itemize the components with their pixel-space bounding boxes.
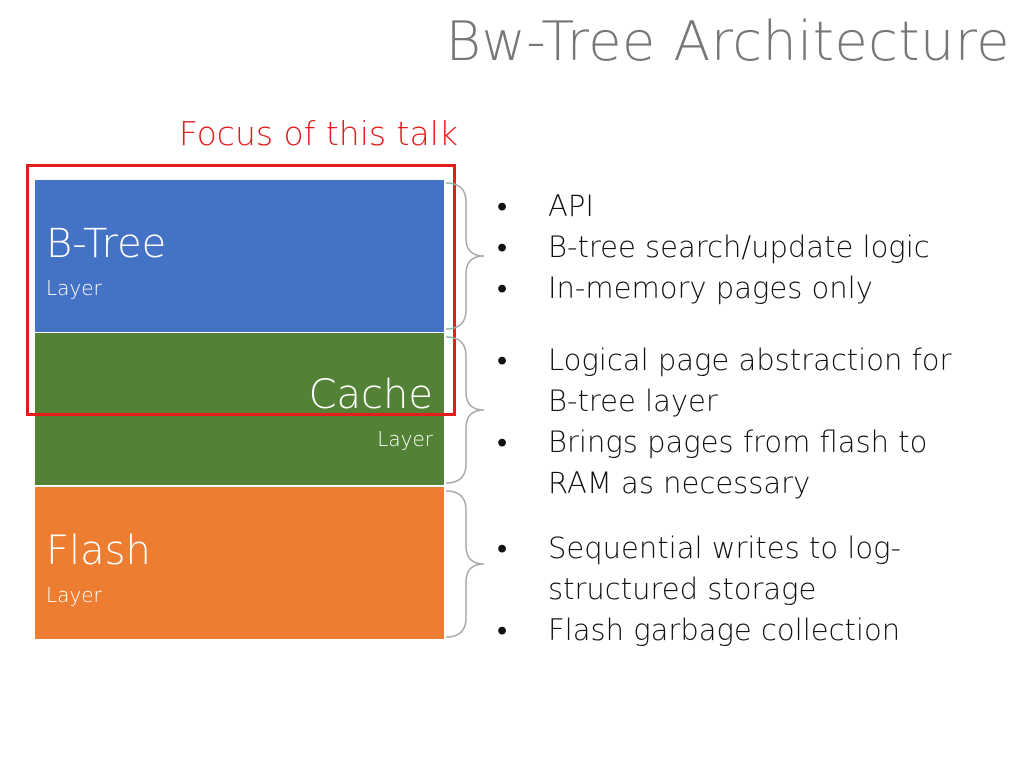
bullet-item: Sequential writes to log-structured stor… [497, 528, 917, 610]
bullet-item: Logical page abstraction for B-tree laye… [497, 340, 957, 422]
cache-bullets: Logical page abstraction for B-tree laye… [497, 340, 957, 504]
bullet-item: In-memory pages only [497, 268, 930, 309]
slide-title: Bw-Tree Architecture [445, 10, 1010, 73]
cache-layer-name: Cache [308, 372, 433, 418]
flash-bullets: Sequential writes to log-structured stor… [497, 528, 917, 651]
bullet-item: Flash garbage collection [497, 610, 917, 651]
cache-layer-sub: Layer [377, 427, 433, 451]
btree-bullets: API B-tree search/update logic In-memory… [497, 186, 930, 309]
bullet-item: Brings pages from flash to RAM as necess… [497, 422, 957, 504]
flash-layer-sub: Layer [46, 583, 102, 607]
btree-layer-name: B-Tree [46, 221, 167, 267]
flash-layer-block: Flash Layer [35, 487, 444, 639]
flash-layer-name: Flash [46, 528, 151, 574]
btree-layer-block: B-Tree Layer [35, 180, 444, 332]
brace-cache [445, 336, 485, 484]
bullet-item: B-tree search/update logic [497, 227, 930, 268]
brace-flash [445, 490, 485, 638]
bullet-item: API [497, 186, 930, 227]
focus-box [26, 164, 456, 416]
focus-label: Focus of this talk [178, 114, 458, 153]
brace-btree [445, 182, 485, 330]
btree-layer-sub: Layer [46, 276, 102, 300]
cache-layer-block: Cache Layer [35, 333, 444, 485]
